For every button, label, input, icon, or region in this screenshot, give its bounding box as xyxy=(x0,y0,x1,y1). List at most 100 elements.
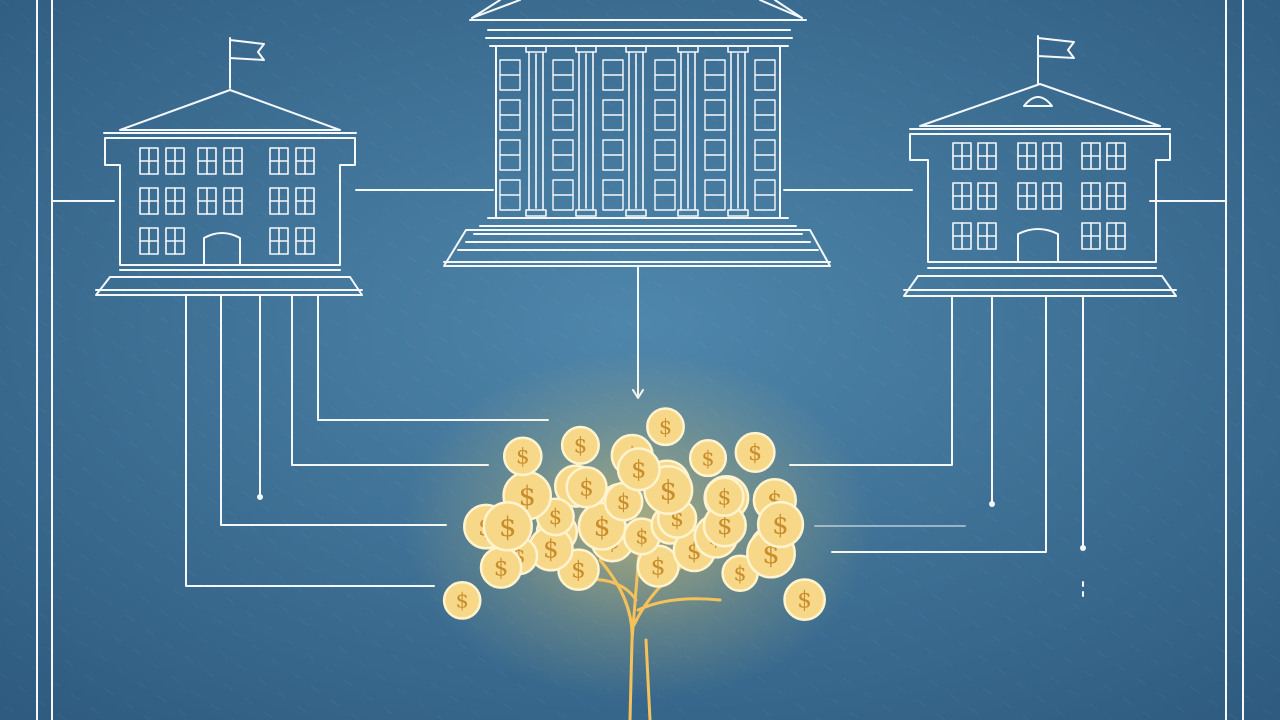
window xyxy=(977,142,997,170)
bank-columns xyxy=(525,45,749,217)
window xyxy=(165,147,185,175)
dollar-sign-icon: $ xyxy=(494,556,509,582)
dollar-sign-icon: $ xyxy=(579,475,594,501)
column xyxy=(677,45,699,217)
window xyxy=(552,139,574,171)
window xyxy=(1081,142,1101,170)
dollar-sign-icon: $ xyxy=(543,534,559,563)
window xyxy=(552,59,574,91)
window xyxy=(139,147,159,175)
coin: $ xyxy=(479,546,523,589)
coin: $ xyxy=(616,447,661,492)
column xyxy=(525,45,547,217)
center-bank-building xyxy=(443,0,831,267)
right-door xyxy=(1017,228,1059,263)
dollar-sign-icon: $ xyxy=(748,440,762,466)
dollar-sign-icon: $ xyxy=(519,481,536,512)
window xyxy=(499,99,521,131)
window xyxy=(197,147,217,175)
coin: $ xyxy=(482,501,533,552)
column xyxy=(727,45,749,217)
left-flag-icon xyxy=(229,39,265,61)
window xyxy=(654,59,676,91)
dollar-sign-icon: $ xyxy=(797,588,812,614)
right-flag-icon xyxy=(1037,37,1075,59)
coin: $ xyxy=(442,581,482,620)
window xyxy=(1042,142,1062,170)
dollar-sign-icon: $ xyxy=(659,415,672,439)
window xyxy=(602,59,624,91)
window xyxy=(704,139,726,171)
window xyxy=(602,179,624,211)
window xyxy=(952,222,972,250)
window xyxy=(952,142,972,170)
window xyxy=(654,139,676,171)
window xyxy=(952,182,972,210)
window xyxy=(1081,222,1101,250)
dollar-sign-icon: $ xyxy=(651,552,666,580)
dollar-sign-icon: $ xyxy=(772,511,788,541)
window xyxy=(754,59,776,91)
window xyxy=(754,139,776,171)
window xyxy=(139,227,159,255)
dollar-sign-icon: $ xyxy=(574,433,587,458)
coin: $ xyxy=(783,578,826,621)
window xyxy=(1106,142,1126,170)
window xyxy=(1081,182,1101,210)
window xyxy=(602,99,624,131)
window xyxy=(499,179,521,211)
dollar-sign-icon: $ xyxy=(549,505,562,529)
left-door xyxy=(203,232,241,266)
dollar-sign-icon: $ xyxy=(571,558,586,584)
window xyxy=(704,179,726,211)
window xyxy=(139,187,159,215)
right-windows xyxy=(952,142,1126,250)
column xyxy=(575,45,597,217)
window xyxy=(754,99,776,131)
dollar-sign-icon: $ xyxy=(734,561,747,585)
coin: $ xyxy=(565,466,608,509)
window xyxy=(165,227,185,255)
window xyxy=(654,99,676,131)
left-windows xyxy=(139,147,315,255)
dollar-sign-icon: $ xyxy=(594,511,611,542)
tree-trunk xyxy=(573,478,722,720)
right-school-building xyxy=(903,35,1177,297)
window xyxy=(223,147,243,175)
page-frame xyxy=(36,0,1244,720)
column xyxy=(625,45,647,217)
coin: $ xyxy=(502,436,543,477)
window xyxy=(602,139,624,171)
dollar-sign-icon: $ xyxy=(717,512,732,540)
tree-coins: $$$$$$$$$$$$$$$$$$$$$$$$$$$$$$$$$$$$$$$$ xyxy=(442,407,826,621)
dollar-sign-icon: $ xyxy=(631,456,646,484)
coin: $ xyxy=(528,525,574,572)
dollar-sign-icon: $ xyxy=(617,490,631,515)
coin: $ xyxy=(756,500,805,549)
dollar-sign-icon: $ xyxy=(456,589,469,613)
bank-windows xyxy=(499,59,776,211)
window xyxy=(977,182,997,210)
coin: $ xyxy=(502,470,553,521)
window xyxy=(704,99,726,131)
coin: $ xyxy=(560,425,600,465)
window xyxy=(1042,182,1062,210)
dollar-sign-icon: $ xyxy=(660,476,677,507)
window xyxy=(1017,182,1037,210)
coin: $ xyxy=(702,503,747,548)
money-tree-icon: $$$$$$$$$$$$$$$$$$$$$$$$$$$$$$$$$$$$$$$$ xyxy=(403,350,873,720)
window xyxy=(269,147,289,175)
dollar-sign-icon: $ xyxy=(717,485,731,510)
coin: $ xyxy=(688,439,728,478)
window xyxy=(1017,142,1037,170)
window xyxy=(977,222,997,250)
window xyxy=(197,187,217,215)
window xyxy=(754,179,776,211)
window xyxy=(499,139,521,171)
right-dome-icon xyxy=(1023,96,1053,107)
window xyxy=(165,187,185,215)
dollar-sign-icon: $ xyxy=(635,525,648,549)
coin: $ xyxy=(734,431,776,473)
